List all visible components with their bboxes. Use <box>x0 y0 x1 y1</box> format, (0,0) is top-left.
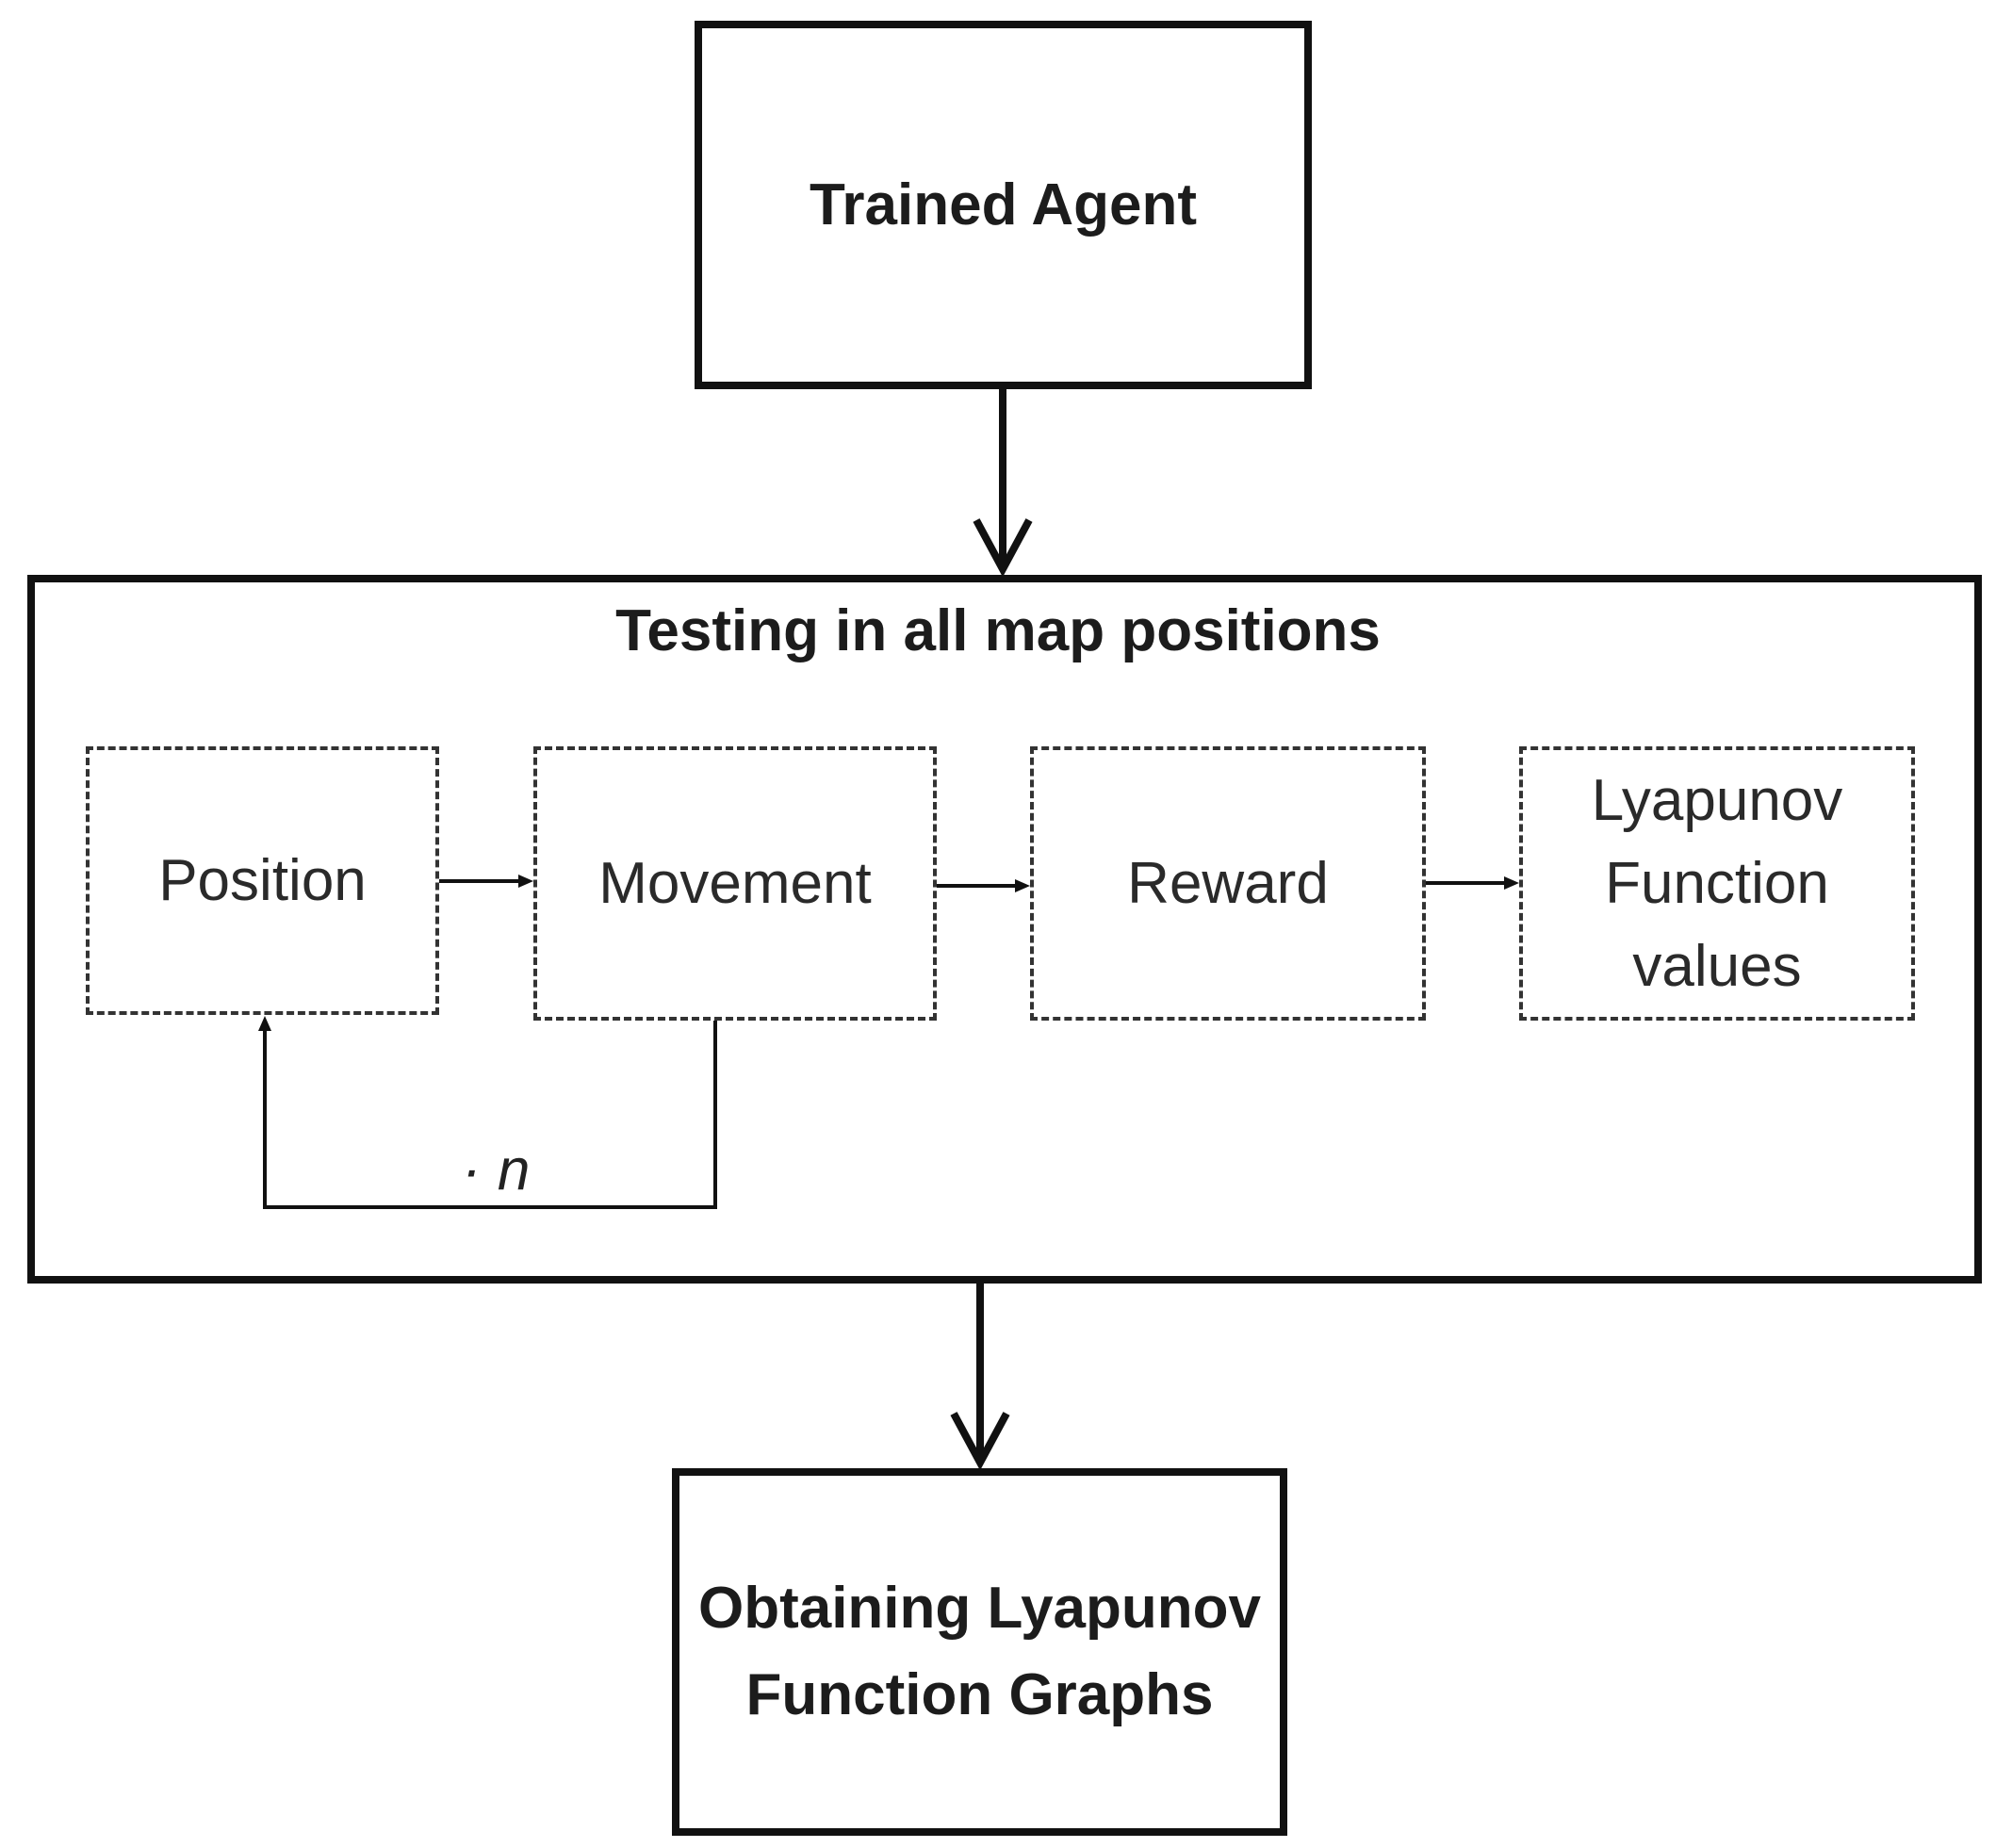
loop-line-movement-to-position <box>263 1021 717 1209</box>
obtaining-graphs-box: Obtaining Lyapunov Function Graphs <box>672 1468 1287 1836</box>
arrowhead-agent-to-testing <box>973 518 1033 578</box>
arrowhead-reward-to-lyapunov <box>1504 876 1519 890</box>
reward-step-box: Reward <box>1030 746 1426 1021</box>
testing-container-title: Testing in all map positions <box>615 598 1381 663</box>
lyapunov-values-step-box: Lyapunov Function values <box>1519 746 1915 1021</box>
testing-container <box>27 575 1982 1284</box>
arrowhead-position-to-movement <box>518 875 533 888</box>
trained-agent-box: Trained Agent <box>695 21 1312 389</box>
trained-agent-label: Trained Agent <box>809 172 1198 237</box>
movement-step-box: Movement <box>533 746 937 1021</box>
obtaining-graphs-label: Obtaining Lyapunov Function Graphs <box>697 1576 1262 1727</box>
movement-step-label: Movement <box>598 850 872 916</box>
lyapunov-values-step-label: Lyapunov Function values <box>1591 767 1843 999</box>
arrowhead-movement-to-reward <box>1015 879 1030 892</box>
loop-count-label: · n <box>462 1137 531 1202</box>
reward-step-label: Reward <box>1127 850 1329 916</box>
arrowhead-testing-to-graphs <box>950 1412 1010 1471</box>
arrowhead-loop-to-position <box>258 1016 271 1031</box>
position-step-box: Position <box>86 746 439 1015</box>
position-step-label: Position <box>158 847 367 913</box>
